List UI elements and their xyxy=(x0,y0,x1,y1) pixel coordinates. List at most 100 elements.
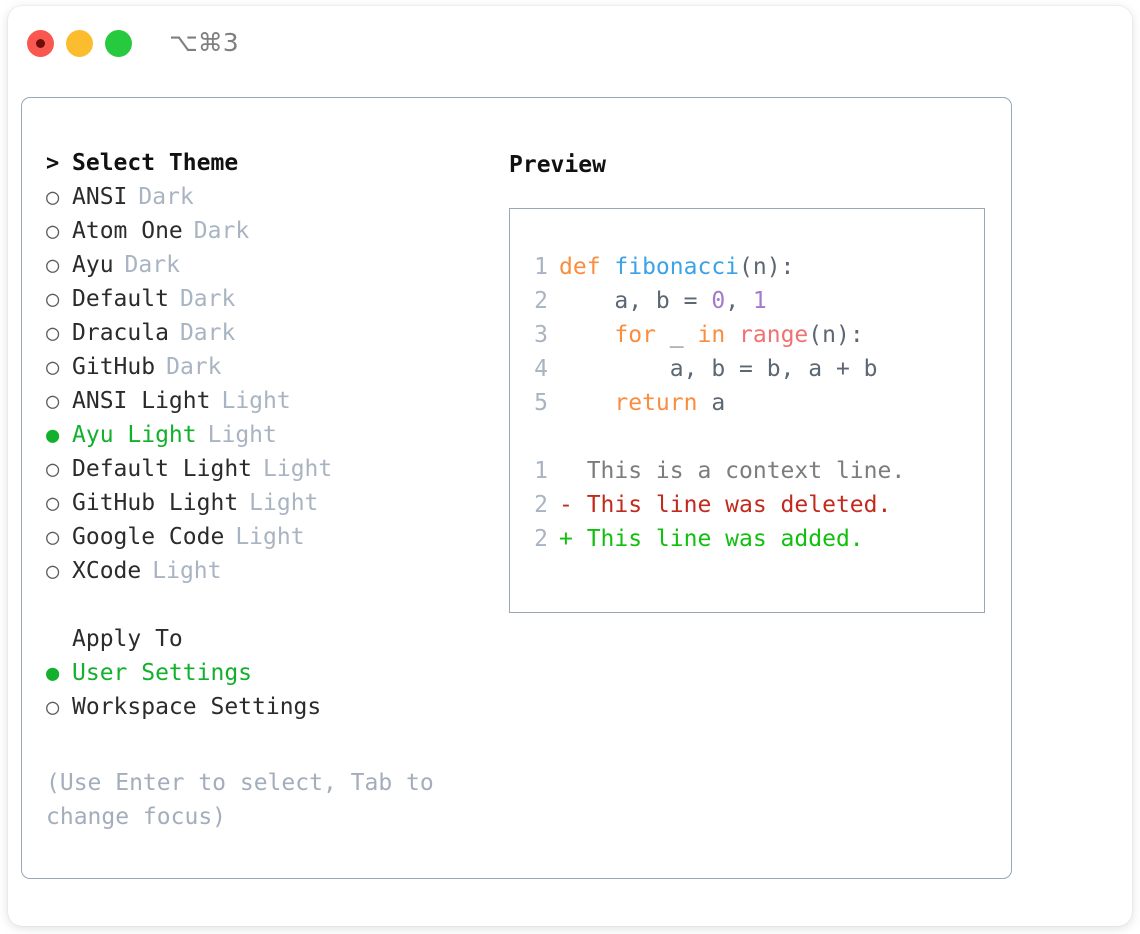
code-text: def fibonacci(n): xyxy=(559,254,794,280)
apply-to-title: Apply To xyxy=(72,626,183,652)
radio-empty-icon[interactable]: ○ xyxy=(46,389,60,414)
radio-empty-icon[interactable]: ○ xyxy=(46,219,60,244)
theme-option-label: GitHub Light xyxy=(72,490,239,516)
radio-empty-icon[interactable]: ○ xyxy=(46,525,60,550)
theme-option-label: Default xyxy=(72,286,169,312)
code-line: 3 for _ in range(n): xyxy=(522,322,978,356)
caret-icon: > xyxy=(46,151,60,176)
diff-text: This is a context line. xyxy=(559,458,906,484)
code-token: (n): xyxy=(808,322,864,348)
code-token: a, b = xyxy=(559,288,712,314)
apply-to-option-label: Workspace Settings xyxy=(72,694,322,720)
code-token: _ xyxy=(655,322,698,348)
preview-title: Preview xyxy=(509,152,606,178)
code-token: for xyxy=(614,322,656,348)
diff-line: 2+ This line was added. xyxy=(522,526,978,560)
radio-empty-icon[interactable]: ○ xyxy=(46,457,60,482)
title-bar: ⌥⌘3 xyxy=(8,6,1132,84)
theme-variant-badge: Light xyxy=(152,558,222,584)
line-number: 3 xyxy=(534,322,548,348)
code-text: return a xyxy=(559,390,725,416)
theme-option-ayu-light[interactable]: ● Ayu Light Light xyxy=(46,422,476,456)
code-diff-separator xyxy=(522,424,978,458)
theme-option-label: GitHub xyxy=(72,354,156,380)
theme-option-ansi[interactable]: ○ ANSI Dark xyxy=(46,184,476,218)
code-token: 0 xyxy=(711,288,726,314)
theme-option-default-light[interactable]: ○ Default Light Light xyxy=(46,456,476,490)
radio-empty-icon[interactable]: ○ xyxy=(46,321,60,346)
theme-option-label: Default Light xyxy=(72,456,253,482)
theme-variant-badge: Light xyxy=(235,524,305,550)
radio-empty-icon[interactable]: ○ xyxy=(46,185,60,210)
theme-variant-badge: Dark xyxy=(166,354,222,380)
code-token: range xyxy=(739,322,809,348)
apply-to-option-list: ● User Settings ○ Workspace Settings xyxy=(46,660,476,728)
line-number: 1 xyxy=(534,458,548,484)
apply-to-option-label: User Settings xyxy=(72,660,253,686)
theme-option-atom-one[interactable]: ○ Atom One Dark xyxy=(46,218,476,252)
theme-option-dracula[interactable]: ○ Dracula Dark xyxy=(46,320,476,354)
theme-option-label: Ayu xyxy=(72,252,114,278)
theme-option-ayu[interactable]: ○ Ayu Dark xyxy=(46,252,476,286)
code-line: 5 return a xyxy=(522,390,978,424)
radio-empty-icon[interactable]: ○ xyxy=(46,253,60,278)
theme-option-label: Atom One xyxy=(72,218,183,244)
theme-option-label: ANSI Light xyxy=(72,388,211,414)
select-theme-title: Select Theme xyxy=(72,150,239,176)
maximize-button[interactable] xyxy=(105,30,132,57)
radio-selected-icon[interactable]: ● xyxy=(46,661,60,686)
radio-empty-icon[interactable]: ○ xyxy=(46,491,60,516)
theme-variant-badge: Dark xyxy=(138,184,194,210)
line-number: 5 xyxy=(534,390,548,416)
apply-to-option-user-settings[interactable]: ● User Settings xyxy=(46,660,476,694)
close-button[interactable] xyxy=(27,30,54,57)
radio-empty-icon[interactable]: ○ xyxy=(46,695,60,720)
diff-text: - This line was deleted. xyxy=(559,492,892,518)
code-token xyxy=(725,322,739,348)
theme-variant-badge: Dark xyxy=(179,320,236,346)
theme-variant-badge: Dark xyxy=(124,252,180,278)
theme-variant-badge: Light xyxy=(207,422,277,448)
code-text: a, b = 0, 1 xyxy=(559,288,766,314)
code-text: for _ in range(n): xyxy=(559,322,864,348)
minimize-button[interactable] xyxy=(66,30,93,57)
diff-line: 2- This line was deleted. xyxy=(522,492,978,526)
code-token: a xyxy=(697,390,726,416)
code-text: a, b = b, a + b xyxy=(559,356,878,382)
theme-option-label: ANSI xyxy=(72,184,128,210)
code-token: in xyxy=(697,322,726,348)
radio-empty-icon[interactable]: ○ xyxy=(46,355,60,380)
section-spacer xyxy=(46,592,476,626)
apply-to-option-workspace-settings[interactable]: ○ Workspace Settings xyxy=(46,694,476,728)
keyboard-hint: (Use Enter to select, Tab to change focu… xyxy=(46,770,434,830)
code-token: (n): xyxy=(739,254,795,280)
code-token xyxy=(559,390,614,416)
apply-to-header: Apply To xyxy=(46,626,476,660)
radio-empty-icon[interactable]: ○ xyxy=(46,559,60,584)
line-number: 4 xyxy=(534,356,548,382)
theme-variant-badge: Light xyxy=(263,456,333,482)
code-token: return xyxy=(614,390,698,416)
window-title: ⌥⌘3 xyxy=(169,28,239,57)
radio-selected-icon[interactable]: ● xyxy=(46,423,60,448)
theme-variant-badge: Dark xyxy=(193,218,250,244)
theme-option-label: Ayu Light xyxy=(72,422,197,448)
code-token: a, b = b, a + b xyxy=(559,356,878,382)
code-token: fibonacci xyxy=(614,254,740,280)
theme-option-label: Dracula xyxy=(72,320,169,346)
diff-line: 1 This is a context line. xyxy=(522,458,978,492)
radio-empty-icon[interactable]: ○ xyxy=(46,287,60,312)
theme-option-github[interactable]: ○ GitHub Dark xyxy=(46,354,476,388)
